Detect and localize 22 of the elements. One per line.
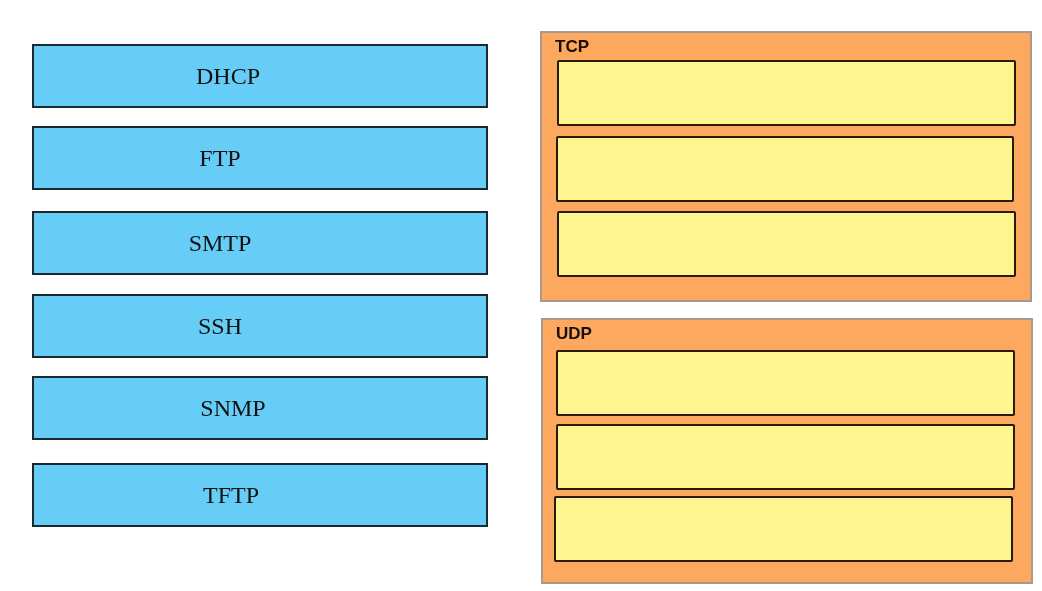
protocol-label: DHCP: [196, 62, 260, 90]
protocol-label: SMTP: [188, 229, 252, 257]
protocol-box: [32, 126, 488, 190]
protocol-label: TFTP: [203, 481, 259, 509]
protocol-label: FTP: [199, 144, 241, 172]
protocol-box: [32, 294, 488, 358]
protocol-box: [32, 211, 488, 275]
empty-slot: [556, 424, 1015, 490]
empty-slot: [556, 136, 1014, 202]
empty-slot: [554, 496, 1013, 562]
category-panel: [540, 31, 1032, 302]
protocol-box: [32, 376, 488, 440]
protocol-box: [32, 44, 488, 108]
empty-slot: [556, 350, 1015, 416]
category-panel: [541, 318, 1033, 584]
panel-heading: TCP: [555, 37, 589, 57]
empty-slot: [557, 60, 1016, 126]
protocol-label: SSH: [198, 312, 242, 340]
protocol-label: SNMP: [200, 394, 266, 422]
panel-heading: UDP: [556, 324, 592, 344]
protocol-box: [32, 463, 488, 527]
empty-slot: [557, 211, 1016, 277]
